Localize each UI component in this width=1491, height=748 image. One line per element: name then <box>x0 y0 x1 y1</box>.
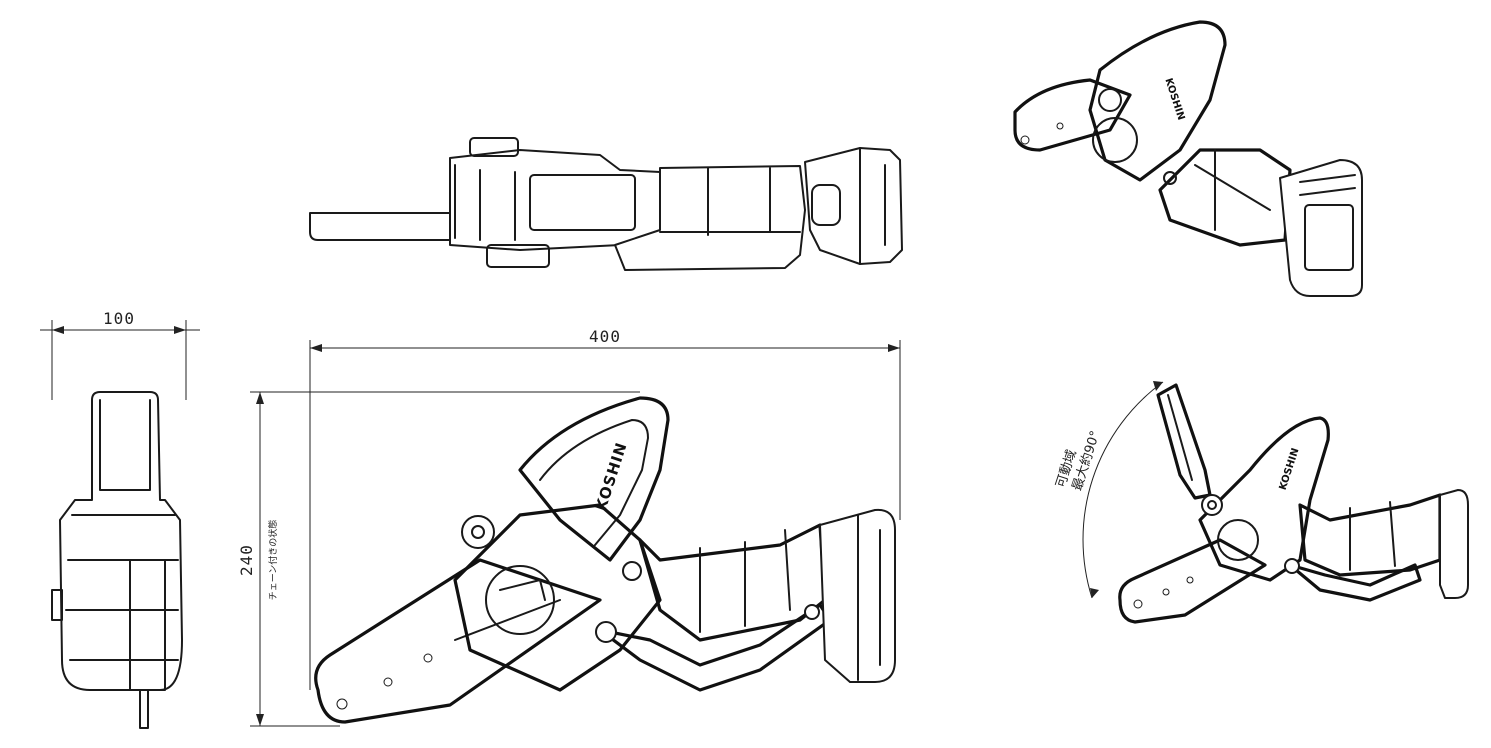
side-view <box>314 396 896 724</box>
front-view <box>51 391 183 729</box>
iso-view <box>1013 20 1363 297</box>
dim-length-400 <box>309 340 901 690</box>
height-label: 240 <box>237 544 256 576</box>
angle-view <box>1082 381 1469 624</box>
koshin-logo-main: KOSHIN <box>592 440 631 513</box>
koshin-logo-angle: KOSHIN <box>1278 447 1302 492</box>
dim-height-240 <box>250 391 640 727</box>
length-label: 400 <box>589 327 621 346</box>
top-view <box>309 137 903 271</box>
height-note: チェーン付きの状態 <box>267 520 279 601</box>
width-label: 100 <box>103 309 135 328</box>
koshin-logo-iso: KOSHIN <box>1162 77 1186 122</box>
dim-width-100 <box>40 320 200 400</box>
